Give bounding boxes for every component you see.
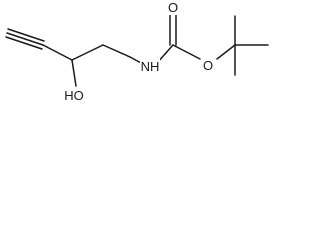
chemical-structure: NH O O HO: [5, 0, 269, 103]
svg-text:NH: NH: [141, 59, 160, 74]
carbonyl-oxygen-label: O: [167, 0, 179, 15]
triple-bond: [5, 28, 45, 50]
nitrogen-label: NH: [140, 58, 160, 74]
hydroxyl-label: HO: [62, 87, 86, 103]
svg-text:O: O: [168, 0, 178, 15]
svg-text:HO: HO: [64, 88, 84, 103]
bond-ester-o-tbutyl: [216, 44, 236, 60]
svg-text:O: O: [203, 58, 213, 73]
ester-oxygen-label: O: [202, 57, 215, 73]
bond-carbonyl-ester-o: [172, 44, 201, 60]
carbonyl-double-bond: [169, 14, 177, 46]
bond-c3-oh: [71, 59, 77, 87]
bond-c3-c4: [71, 44, 104, 61]
bond-c4-c5: [102, 44, 131, 58]
tert-butyl-group: [234, 15, 269, 76]
bond-c2-c3: [42, 44, 73, 61]
